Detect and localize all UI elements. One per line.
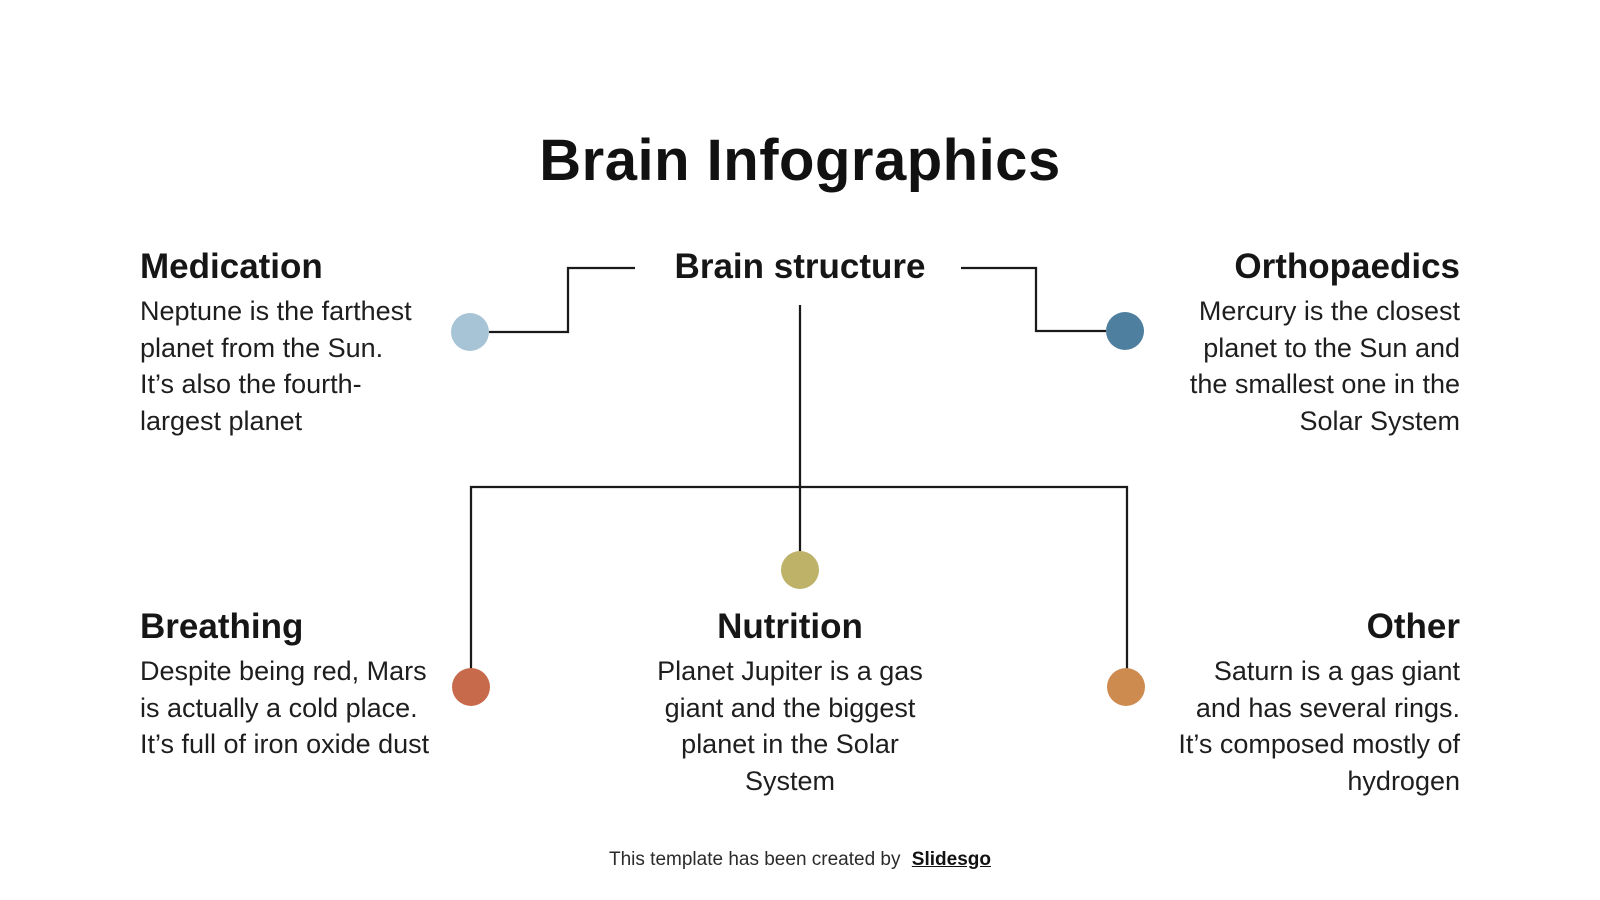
- breathing-dot-icon: [452, 668, 490, 706]
- section-nutrition-title: Nutrition: [717, 607, 863, 646]
- section-medication-body: Neptune is the farthest planet from the …: [140, 296, 412, 436]
- section-orthopaedics-title: Orthopaedics: [1234, 247, 1460, 286]
- footer-credit: This template has been created by Slides…: [0, 848, 1600, 872]
- orthopaedics-dot-icon: [1106, 312, 1144, 350]
- section-breathing-body: Despite being red, Mars is actually a co…: [140, 656, 430, 759]
- section-nutrition: Nutrition Planet Jupiter is a gas giant …: [640, 607, 940, 799]
- section-breathing: Breathing Despite being red, Mars is act…: [140, 607, 432, 763]
- slidesgo-link[interactable]: Slidesgo: [911, 849, 991, 870]
- other-dot-icon: [1107, 668, 1145, 706]
- section-other: Other Saturn is a gas giant and has seve…: [1168, 607, 1460, 799]
- footer-text: This template has been created by: [609, 849, 901, 870]
- section-breathing-title: Breathing: [140, 607, 304, 646]
- center-node-label: Brain structure: [674, 247, 926, 286]
- section-orthopaedics-body: Mercury is the closest planet to the Sun…: [1189, 296, 1460, 436]
- section-orthopaedics: Orthopaedics Mercury is the closest plan…: [1160, 247, 1460, 439]
- section-medication-title: Medication: [140, 247, 323, 286]
- section-medication: Medication Neptune is the farthest plane…: [140, 247, 420, 439]
- nutrition-dot-icon: [781, 551, 819, 589]
- section-nutrition-body: Planet Jupiter is a gas giant and the bi…: [657, 656, 923, 796]
- section-other-title: Other: [1366, 607, 1460, 646]
- section-other-body: Saturn is a gas giant and has several ri…: [1178, 656, 1460, 796]
- slide-title: Brain Infographics: [539, 127, 1061, 193]
- medication-dot-icon: [451, 313, 489, 351]
